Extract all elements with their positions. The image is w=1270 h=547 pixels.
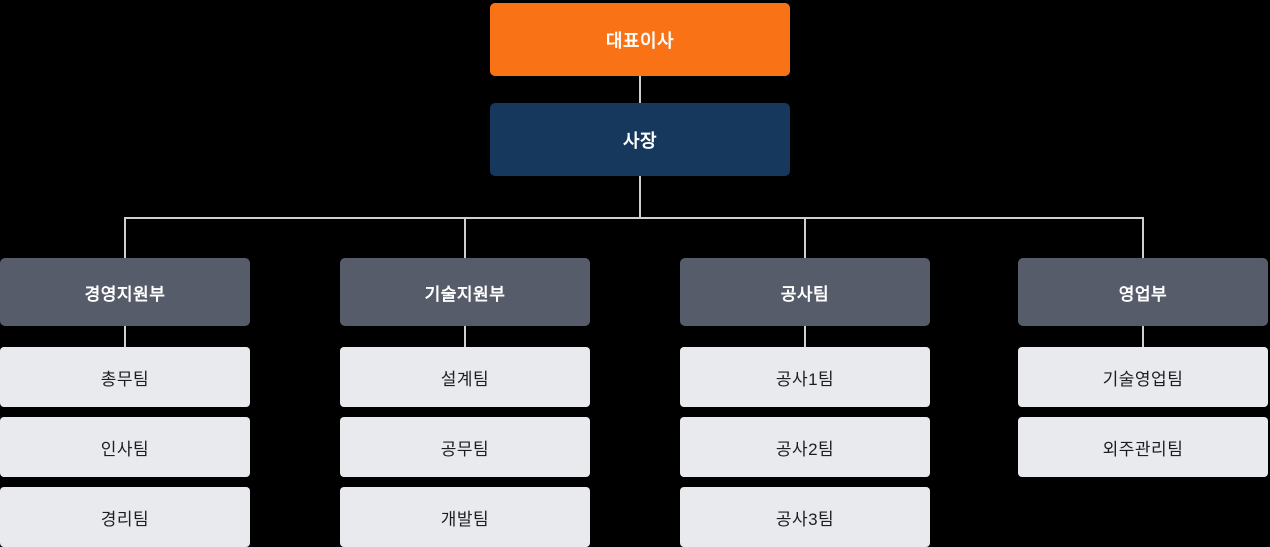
team-box: 설계팀 [340, 347, 590, 407]
connector-rail-department [464, 217, 466, 258]
connector-rail-department [804, 217, 806, 258]
team-box: 공사1팀 [680, 347, 930, 407]
team-box: 인사팀 [0, 417, 250, 477]
connector-department-team [804, 326, 806, 347]
department-box: 기술지원부 [340, 258, 590, 326]
node-ceo: 대표이사 [490, 3, 790, 76]
node-president: 사장 [490, 103, 790, 176]
team-box: 공사3팀 [680, 487, 930, 547]
team-box: 개발팀 [340, 487, 590, 547]
connector-rail-department [124, 217, 126, 258]
team-box: 공무팀 [340, 417, 590, 477]
team-box: 기술영업팀 [1018, 347, 1268, 407]
team-box: 경리팀 [0, 487, 250, 547]
team-box: 외주관리팀 [1018, 417, 1268, 477]
connector-ceo-president [639, 76, 641, 103]
connector-department-team [1142, 326, 1144, 347]
connector-rail-department [1142, 217, 1144, 258]
department-box: 영업부 [1018, 258, 1268, 326]
department-box: 공사팀 [680, 258, 930, 326]
team-box: 총무팀 [0, 347, 250, 407]
connector-department-team [464, 326, 466, 347]
connector-rail [124, 217, 1144, 219]
connector-president-rail [639, 176, 641, 217]
team-box: 공사2팀 [680, 417, 930, 477]
department-box: 경영지원부 [0, 258, 250, 326]
connector-department-team [124, 326, 126, 347]
